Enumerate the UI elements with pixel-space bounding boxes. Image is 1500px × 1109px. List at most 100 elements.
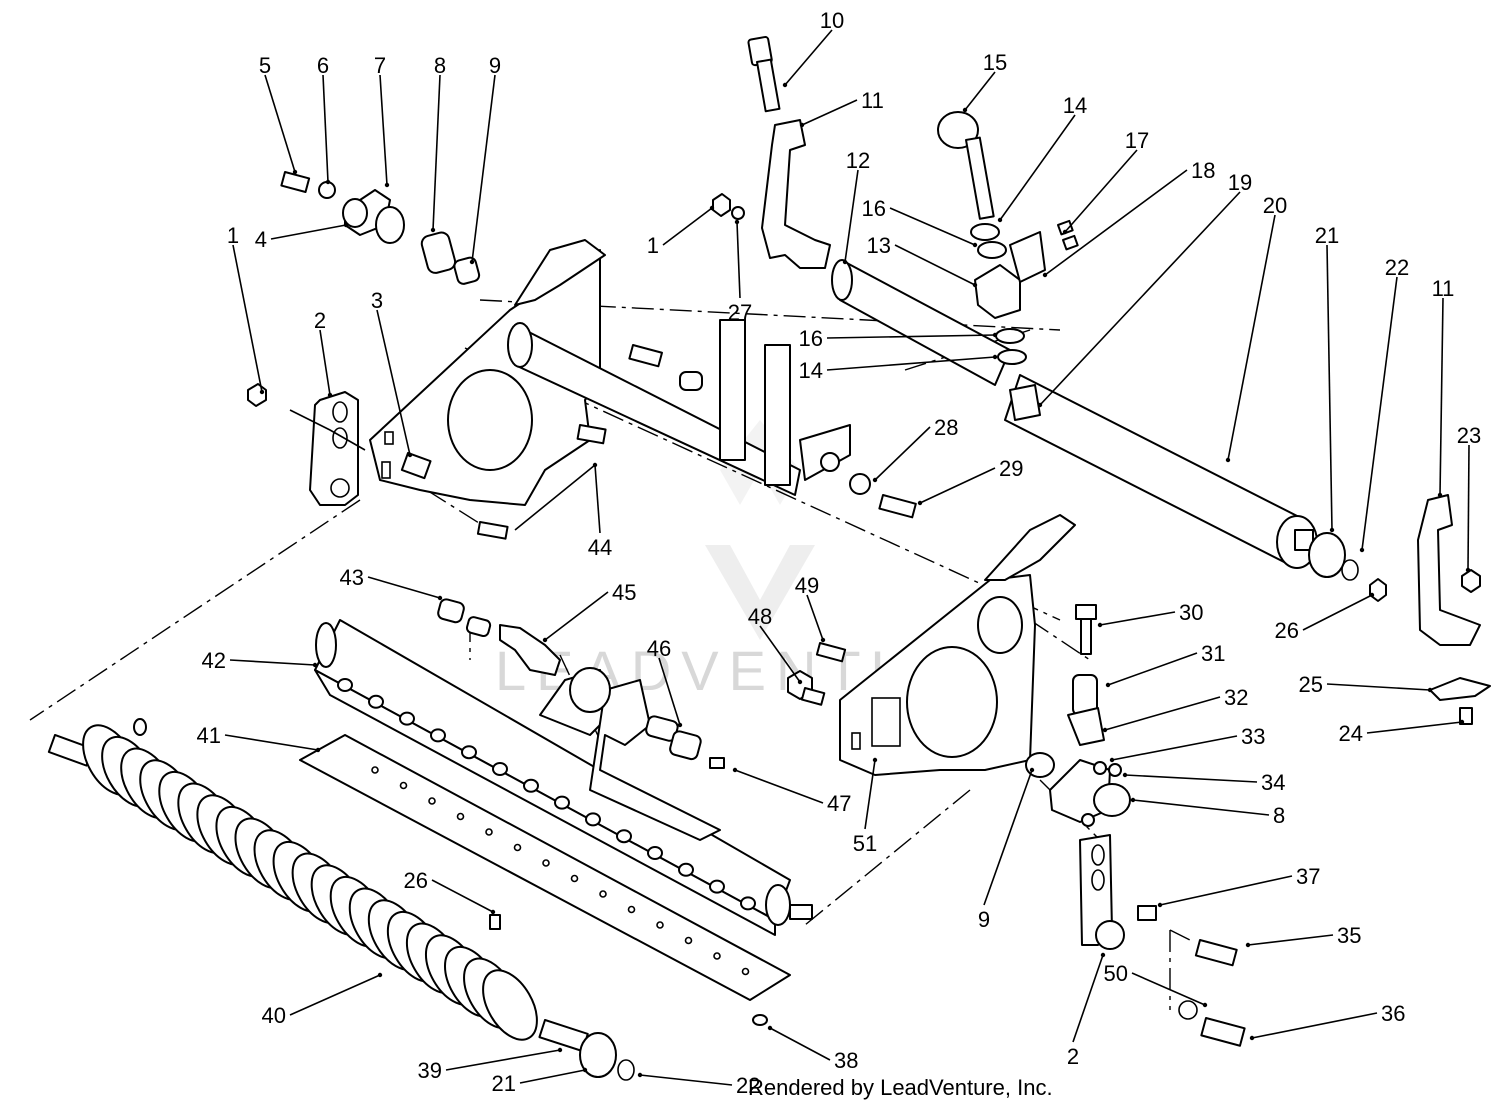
callout-leader	[1159, 875, 1293, 906]
leader-arrowhead	[430, 227, 436, 233]
callout-number: 39	[418, 1058, 442, 1083]
callout-leader	[544, 591, 609, 641]
callout-leader	[431, 879, 494, 913]
callout-number: 51	[853, 831, 877, 856]
callout-number: 5	[259, 53, 271, 78]
callout-leader	[658, 657, 681, 726]
leader-arrowhead	[1105, 682, 1111, 688]
callout-leader	[1247, 934, 1334, 946]
callout-number: 34	[1261, 770, 1285, 795]
callout-leader	[894, 244, 976, 286]
callout-leader	[319, 329, 331, 396]
leader-arrowhead	[1037, 402, 1043, 408]
hardware	[133, 36, 1491, 1081]
bedknife-bar-hole	[585, 812, 601, 827]
callout-leader	[1326, 244, 1333, 531]
callout-number: 47	[827, 791, 851, 816]
bedknife-hole	[599, 890, 607, 898]
callout-number: 45	[612, 580, 636, 605]
left-bracket	[289, 391, 366, 506]
callout-leader	[1111, 735, 1238, 761]
callout-leader	[1104, 696, 1221, 731]
callout-leader	[1124, 774, 1258, 783]
callout-leader	[759, 625, 801, 683]
callout-leader	[919, 467, 996, 504]
bedknife-bar-hole	[492, 762, 508, 776]
leader-arrowhead	[972, 282, 978, 288]
callout-number: 29	[999, 456, 1023, 481]
leader-arrowhead	[767, 1025, 773, 1031]
leader-arrowhead	[343, 222, 349, 228]
callout-number: 41	[197, 723, 221, 748]
leader-arrowhead	[325, 179, 331, 185]
leader-arrowhead	[315, 747, 321, 753]
callout-leader	[1044, 169, 1188, 276]
callout-leader	[519, 1069, 586, 1084]
leader-arrowhead	[992, 332, 998, 338]
callout-number: 27	[728, 300, 752, 325]
callout-leader	[1439, 297, 1444, 496]
bedknife-bar-hole	[678, 862, 694, 877]
callout-leader	[826, 334, 996, 339]
callout-number: 7	[374, 53, 386, 78]
callout-number: 14	[799, 358, 823, 383]
callout-number: 31	[1201, 641, 1225, 666]
callout-leader	[229, 659, 316, 666]
callout-leader	[445, 1049, 561, 1071]
bedknife-hole	[428, 797, 436, 805]
bedknife	[299, 734, 791, 1001]
callout-leader	[1251, 1012, 1378, 1039]
callout-number: 30	[1179, 600, 1203, 625]
callout-leader	[1361, 276, 1398, 551]
callout-leader	[639, 1074, 733, 1086]
callout-leader	[1326, 683, 1431, 691]
callout-leader	[999, 114, 1076, 221]
callout-leader	[1132, 799, 1270, 816]
callout-number: 21	[1315, 223, 1339, 248]
leader-arrowhead	[582, 1067, 588, 1073]
callout-number: 18	[1191, 158, 1215, 183]
callout-number: 26	[404, 868, 428, 893]
leader-arrowhead	[709, 205, 715, 211]
callout-number: 14	[1063, 93, 1087, 118]
callout-leader	[784, 29, 833, 86]
bedknife-hole	[684, 936, 693, 945]
bedknife-bar-hole	[368, 694, 384, 709]
left-side-plate	[369, 239, 606, 506]
callout-number: 20	[1263, 193, 1287, 218]
callout-number: 13	[867, 233, 891, 258]
leader-arrowhead	[1329, 527, 1335, 533]
bedknife-hole	[513, 843, 522, 852]
callout-number: 22	[736, 1073, 760, 1098]
callout-number: 43	[340, 565, 364, 590]
leader-arrowhead	[972, 242, 978, 248]
callout-leader	[376, 309, 411, 456]
leader-arrowhead	[677, 722, 683, 728]
leader-arrowhead	[917, 500, 923, 506]
callout-number: 37	[1296, 864, 1320, 889]
leader-arrowhead	[1102, 727, 1108, 733]
bedknife-hole	[485, 828, 493, 836]
bedknife-bar-hole	[616, 829, 632, 844]
callout-number: 44	[588, 535, 612, 560]
callout-number: 36	[1381, 1001, 1405, 1026]
leader-arrowhead	[557, 1047, 563, 1053]
leader-arrowhead	[1369, 592, 1375, 598]
leader-arrowhead	[1245, 942, 1251, 948]
leader-arrowhead	[437, 595, 443, 601]
callout-number: 46	[647, 636, 671, 661]
leader-arrowhead	[469, 259, 475, 265]
callout-number: 26	[1275, 618, 1299, 643]
bedknife-bar-hole	[740, 896, 756, 911]
leader-arrowhead	[259, 389, 265, 395]
callout-leader	[983, 769, 1033, 906]
leader-arrowhead	[312, 662, 318, 668]
leader-arrowhead	[1097, 622, 1103, 628]
bedknife-hole	[399, 781, 408, 790]
bedknife-hole	[713, 952, 721, 960]
bedknife-hole	[570, 874, 579, 883]
callout-leaders	[224, 29, 1471, 1086]
callout-leader	[1039, 191, 1241, 406]
